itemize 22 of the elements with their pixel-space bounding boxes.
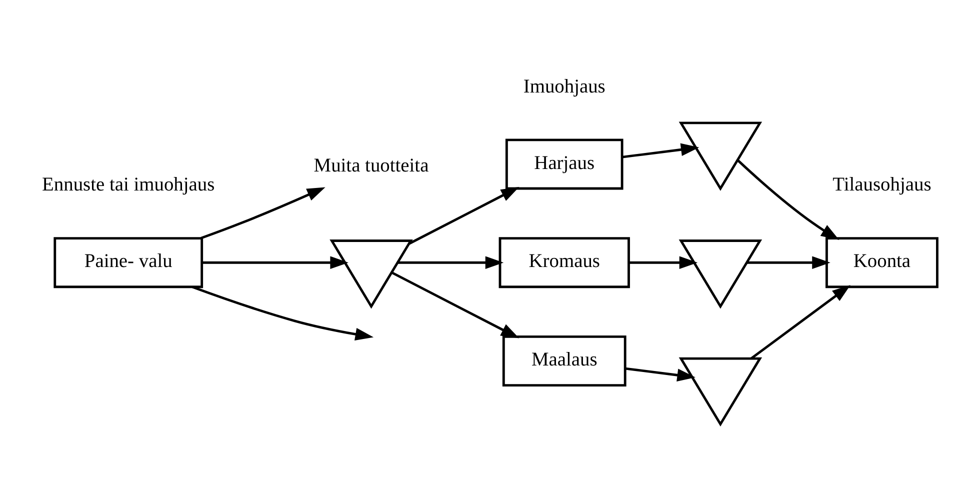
node-box: Paine- valu [53, 236, 203, 288]
label: Ennuste tai imuohjaus [42, 174, 214, 196]
label: Tilausohjaus [832, 174, 931, 196]
arrow [622, 142, 699, 158]
arrow [750, 284, 850, 359]
arrow [746, 256, 830, 268]
arrow [192, 285, 374, 340]
arrow [390, 271, 519, 338]
node-box: Koonta [825, 236, 938, 288]
arrow [736, 158, 839, 240]
arrow [202, 256, 348, 268]
node-box: Kromaus [498, 236, 630, 288]
arrow [624, 366, 695, 381]
arrow [628, 256, 698, 268]
arrow [397, 256, 504, 268]
node-box: Harjaus [504, 138, 623, 190]
label: Imuohjaus [522, 76, 605, 97]
node-box: Maalaus [502, 334, 626, 386]
arrow [200, 186, 325, 239]
node-text: Muita tuotteita [313, 154, 428, 176]
arrow [408, 186, 519, 244]
node-triangle [678, 356, 762, 426]
